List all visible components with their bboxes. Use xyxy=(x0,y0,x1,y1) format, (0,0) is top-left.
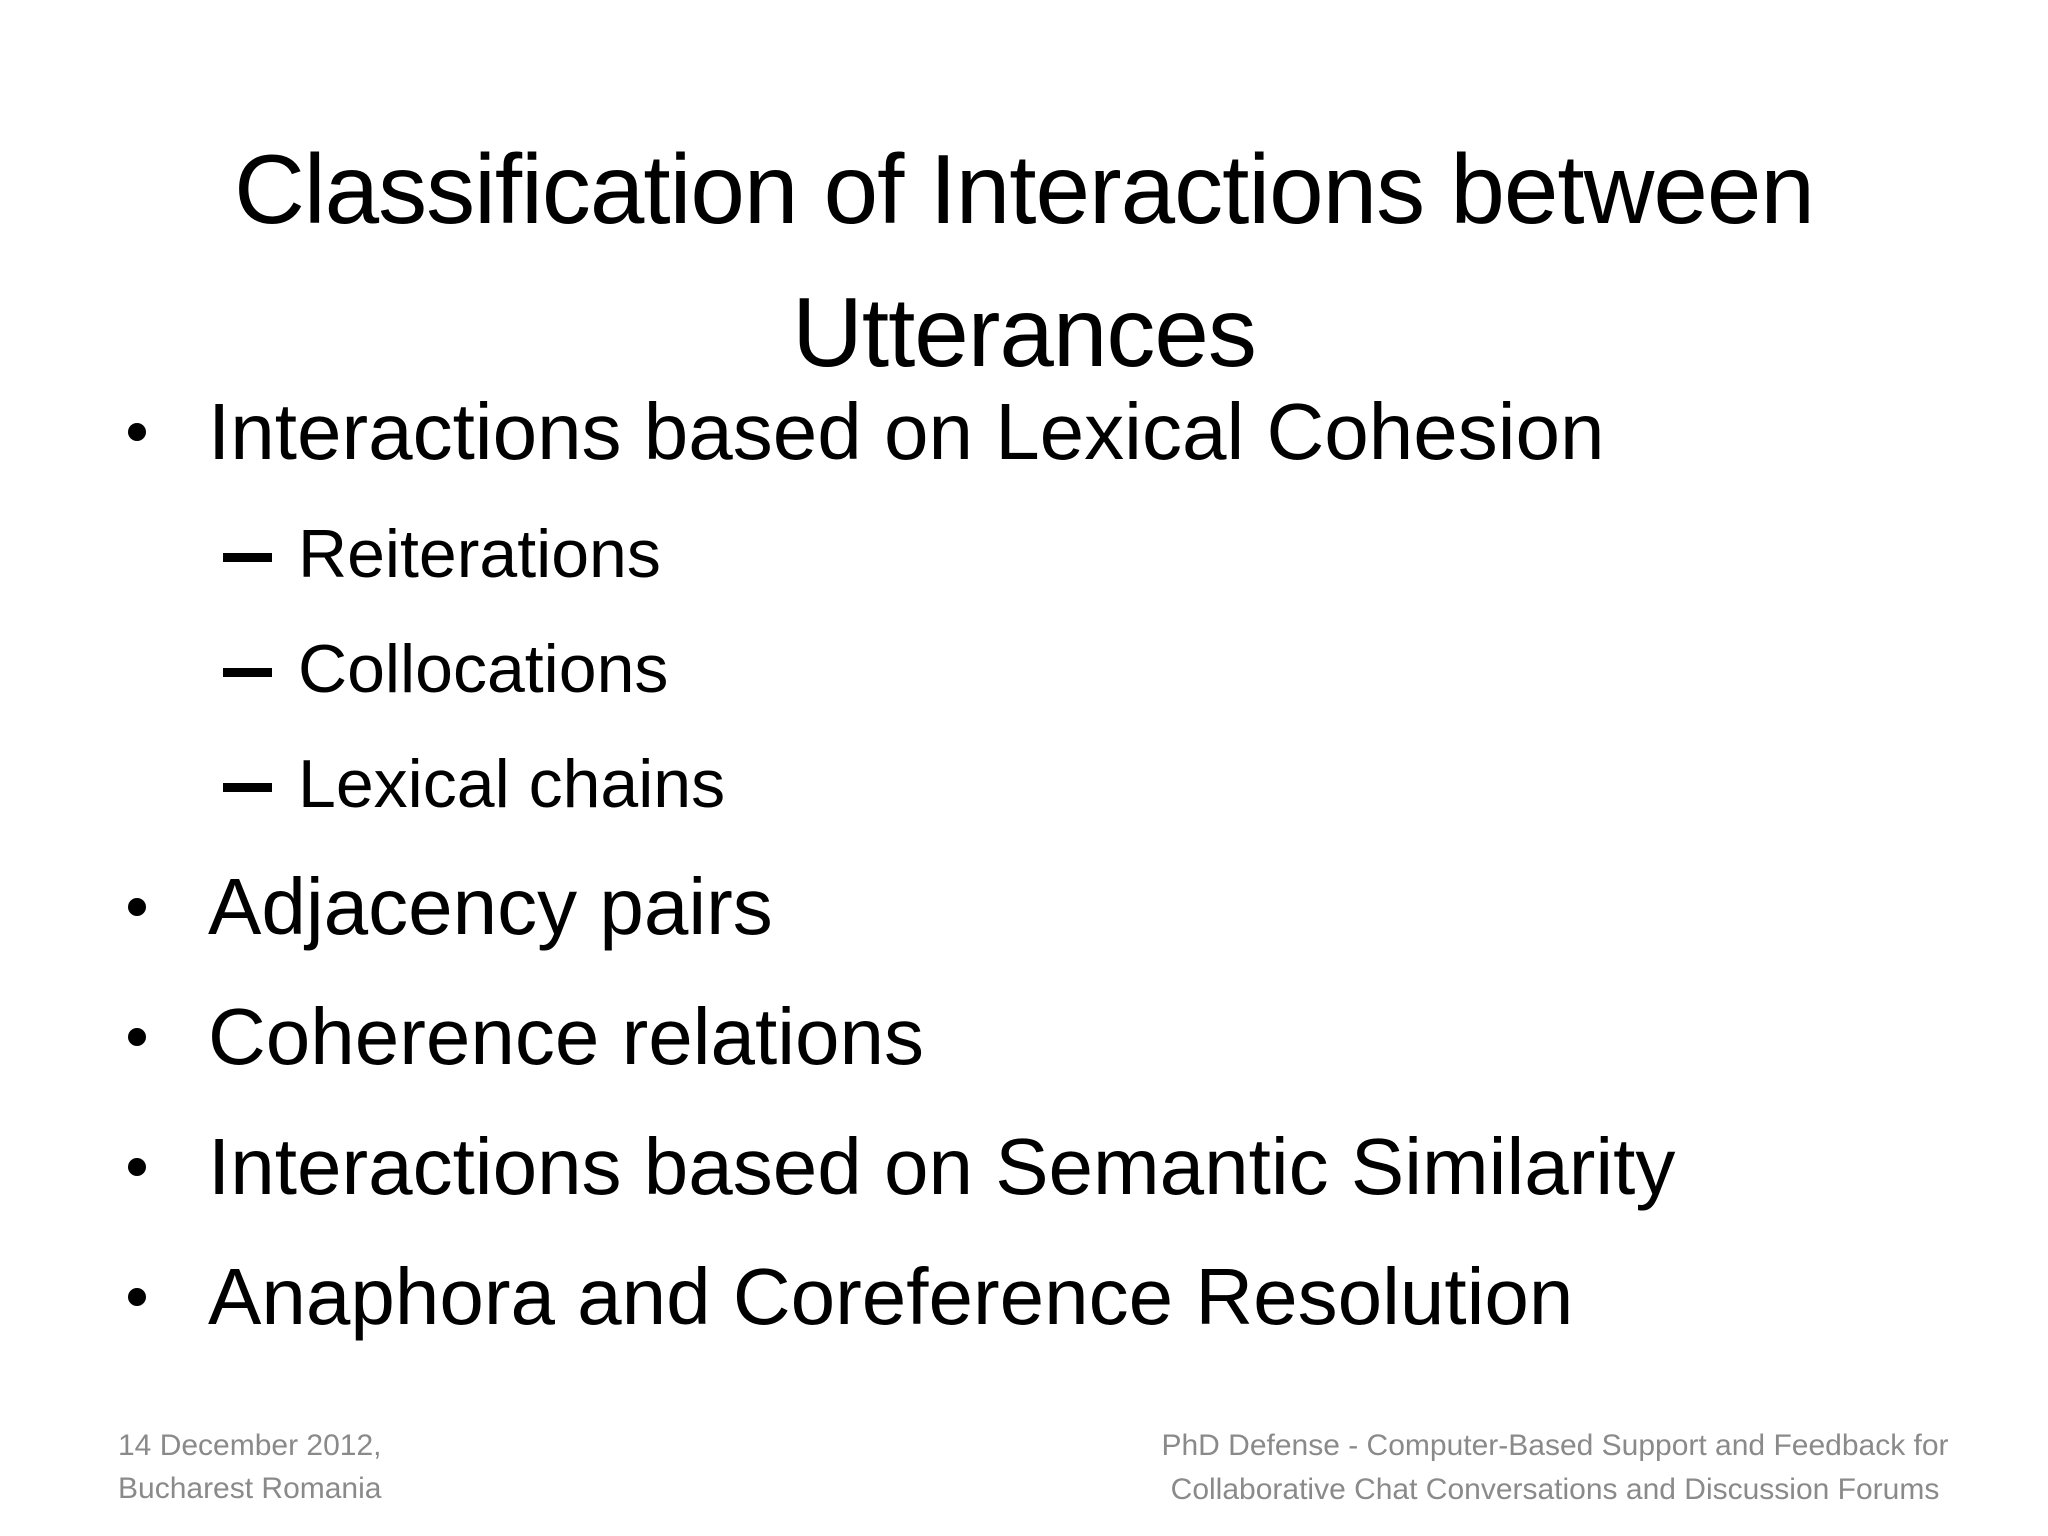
date-footer-line: Bucharest Romania xyxy=(118,1472,382,1505)
slide-title-line: Utterances xyxy=(792,276,1257,387)
bullet-item: Interactions based on Semantic Similarit… xyxy=(0,1117,2000,1217)
bullet-item: Lexical chains xyxy=(0,742,2000,827)
bullet-text: Coherence relations xyxy=(208,992,924,1081)
bullet-text: Anaphora and Coreference Resolution xyxy=(208,1252,1574,1341)
dash-icon xyxy=(223,783,272,792)
bullet-dot-icon xyxy=(128,1288,146,1306)
bullet-text: Interactions based on Semantic Similarit… xyxy=(208,1122,1676,1211)
bullet-item: Interactions based on Lexical Cohesion xyxy=(0,382,2000,482)
bullet-dot-icon xyxy=(128,1158,146,1176)
slide-title-line: Classification of Interactions between xyxy=(234,133,1815,244)
bullet-text: Collocations xyxy=(298,631,669,707)
bullet-item: Adjacency pairs xyxy=(0,857,2000,957)
bullet-text: Lexical chains xyxy=(298,746,726,822)
bullet-dot-icon xyxy=(128,898,146,916)
date-footer-line: 14 December 2012, xyxy=(118,1429,382,1462)
dash-icon xyxy=(223,553,272,562)
date-footer: 14 December 2012, Bucharest Romania xyxy=(118,1424,382,1510)
bullet-item: Collocations xyxy=(0,627,2000,712)
slide-title: Classification of Interactions between U… xyxy=(0,118,2048,404)
bullet-dot-icon xyxy=(128,1028,146,1046)
bullet-dot-icon xyxy=(128,423,146,441)
presentation-footer: PhD Defense - Computer-Based Support and… xyxy=(1120,1424,1990,1512)
bullet-text: Reiterations xyxy=(298,516,661,592)
bullet-item: Anaphora and Coreference Resolution xyxy=(0,1247,2000,1347)
bullet-text: Adjacency pairs xyxy=(208,862,773,951)
bullet-item: Reiterations xyxy=(0,512,2000,597)
bullet-text: Interactions based on Lexical Cohesion xyxy=(208,387,1605,476)
bullet-item: Coherence relations xyxy=(0,987,2000,1087)
presentation-footer-line: PhD Defense - Computer-Based Support and… xyxy=(1161,1429,1949,1462)
dash-icon xyxy=(223,668,272,677)
presentation-footer-line: Collaborative Chat Conversations and Dis… xyxy=(1170,1473,1940,1506)
